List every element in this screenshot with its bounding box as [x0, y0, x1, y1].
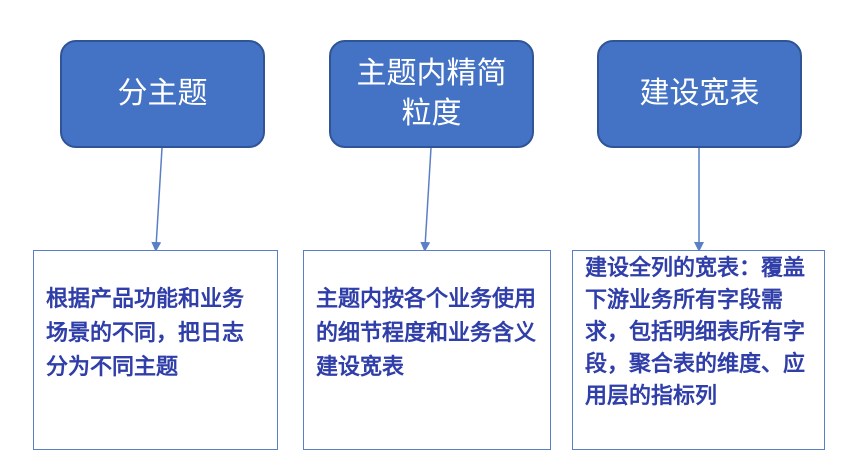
- step-3-description: 建设全列的宽表：覆盖下游业务所有字段需求，包括明细表所有字段，聚合表的维度、应用…: [585, 256, 806, 409]
- step-2-description-box: 主题内按各个业务使用的细节程度和业务含义建设宽表: [303, 250, 551, 450]
- step-3-title: 建设宽表: [639, 76, 760, 111]
- arrow-1: [151, 147, 163, 252]
- arrow-2: [420, 147, 432, 252]
- step-1-box: 分主题: [60, 40, 265, 148]
- step-3-description-box: 建设全列的宽表：覆盖下游业务所有字段需求，包括明细表所有字段，聚合表的维度、应用…: [572, 250, 825, 450]
- step-2-box: 主题内精简粒度: [329, 40, 534, 148]
- step-1-title: 分主题: [117, 76, 208, 111]
- step-2-title: 主题内精简粒度: [356, 56, 507, 131]
- step-3-box: 建设宽表: [597, 40, 802, 148]
- step-1-description: 根据产品功能和业务场景的不同，把日志分为不同主题: [46, 287, 245, 380]
- step-1-description-box: 根据产品功能和业务场景的不同，把日志分为不同主题: [33, 250, 278, 450]
- step-2-description: 主题内按各个业务使用的细节程度和业务含义建设宽表: [316, 287, 537, 380]
